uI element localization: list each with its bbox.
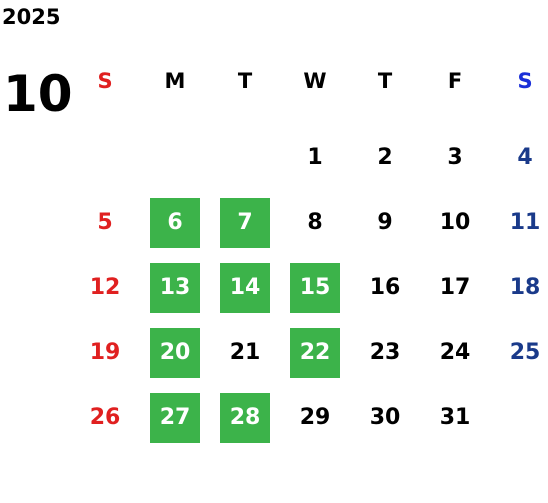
highlight-box bbox=[290, 263, 340, 313]
date-cell-23[interactable]: 23 bbox=[350, 320, 420, 385]
date-number: 10 bbox=[439, 209, 471, 235]
date-cell-7[interactable]: 7 bbox=[210, 190, 280, 255]
date-number: 19 bbox=[89, 339, 121, 365]
date-number: 26 bbox=[89, 404, 121, 430]
date-number: 2 bbox=[377, 144, 393, 170]
date-number: 20 bbox=[159, 339, 191, 365]
highlight-box bbox=[220, 393, 270, 443]
weekday-monday: M bbox=[164, 69, 186, 93]
date-number: 12 bbox=[89, 274, 121, 300]
date-cell-2[interactable]: 2 bbox=[350, 125, 420, 190]
date-number: 31 bbox=[439, 404, 471, 430]
highlight-box bbox=[150, 198, 200, 248]
date-cell-20[interactable]: 20 bbox=[140, 320, 210, 385]
date-cell-28[interactable]: 28 bbox=[210, 385, 280, 450]
date-cell-19[interactable]: 19 bbox=[70, 320, 140, 385]
date-cell-3[interactable]: 3 bbox=[420, 125, 490, 190]
date-cell-8[interactable]: 8 bbox=[280, 190, 350, 255]
highlight-box bbox=[150, 393, 200, 443]
highlight-box bbox=[150, 263, 200, 313]
date-cell-22[interactable]: 22 bbox=[280, 320, 350, 385]
date-number: 9 bbox=[377, 209, 393, 235]
date-number: 27 bbox=[159, 404, 191, 430]
date-number: 30 bbox=[369, 404, 401, 430]
date-cell-15[interactable]: 15 bbox=[280, 255, 350, 320]
date-number: 5 bbox=[97, 209, 113, 235]
date-cell-30[interactable]: 30 bbox=[350, 385, 420, 450]
date-number: 1 bbox=[307, 144, 323, 170]
date-number: 8 bbox=[307, 209, 323, 235]
date-cell-10[interactable]: 10 bbox=[420, 190, 490, 255]
date-cell-21[interactable]: 21 bbox=[210, 320, 280, 385]
date-number: 17 bbox=[439, 274, 471, 300]
weekday-saturday: S bbox=[517, 69, 533, 93]
date-cell-4[interactable]: 4 bbox=[490, 125, 548, 190]
date-cell-16[interactable]: 16 bbox=[350, 255, 420, 320]
date-number: 15 bbox=[299, 274, 331, 300]
date-number: 7 bbox=[237, 209, 253, 235]
date-cell-12[interactable]: 12 bbox=[70, 255, 140, 320]
date-number: 22 bbox=[299, 339, 331, 365]
date-cell-29[interactable]: 29 bbox=[280, 385, 350, 450]
date-number: 28 bbox=[229, 404, 261, 430]
weekday-thursday: T bbox=[377, 69, 393, 93]
date-cell-24[interactable]: 24 bbox=[420, 320, 490, 385]
date-cell-17[interactable]: 17 bbox=[420, 255, 490, 320]
date-cell-25[interactable]: 25 bbox=[490, 320, 548, 385]
weekday-tuesday: T bbox=[237, 69, 253, 93]
highlight-box bbox=[220, 263, 270, 313]
date-number: 18 bbox=[509, 274, 541, 300]
weekday-friday: F bbox=[447, 69, 463, 93]
calendar-month: 10 bbox=[3, 65, 73, 123]
weekday-header-row: S M T W T F S bbox=[70, 64, 548, 98]
highlight-box bbox=[290, 328, 340, 378]
date-number: 25 bbox=[509, 339, 541, 365]
date-cell-1[interactable]: 1 bbox=[280, 125, 350, 190]
highlight-box bbox=[150, 328, 200, 378]
date-number: 13 bbox=[159, 274, 191, 300]
date-number: 11 bbox=[509, 209, 541, 235]
date-cell-13[interactable]: 13 bbox=[140, 255, 210, 320]
date-cell-11[interactable]: 11 bbox=[490, 190, 548, 255]
date-cell-18[interactable]: 18 bbox=[490, 255, 548, 320]
date-cell-9[interactable]: 9 bbox=[350, 190, 420, 255]
date-cell-26[interactable]: 26 bbox=[70, 385, 140, 450]
date-cell-27[interactable]: 27 bbox=[140, 385, 210, 450]
date-number: 16 bbox=[369, 274, 401, 300]
weekday-wednesday: W bbox=[303, 69, 327, 93]
date-cell-5[interactable]: 5 bbox=[70, 190, 140, 255]
date-number: 14 bbox=[229, 274, 261, 300]
date-cell-31[interactable]: 31 bbox=[420, 385, 490, 450]
date-number: 21 bbox=[229, 339, 261, 365]
highlight-box bbox=[220, 198, 270, 248]
date-number: 24 bbox=[439, 339, 471, 365]
date-cell-14[interactable]: 14 bbox=[210, 255, 280, 320]
date-number: 4 bbox=[517, 144, 533, 170]
date-number: 6 bbox=[167, 209, 183, 235]
date-number: 29 bbox=[299, 404, 331, 430]
weekday-sunday: S bbox=[97, 69, 113, 93]
date-cell-6[interactable]: 6 bbox=[140, 190, 210, 255]
calendar-year: 2025 bbox=[2, 5, 61, 29]
date-number: 23 bbox=[369, 339, 401, 365]
date-number: 3 bbox=[447, 144, 463, 170]
